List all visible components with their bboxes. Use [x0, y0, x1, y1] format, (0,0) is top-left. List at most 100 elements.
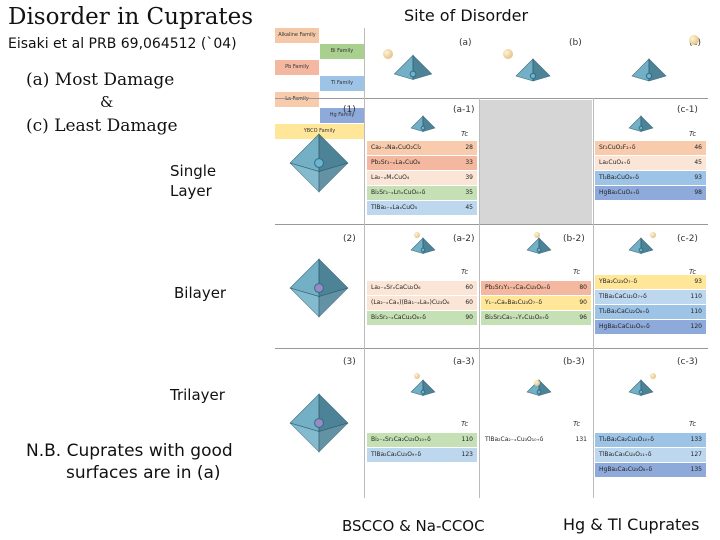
pyramid-c3 — [628, 379, 654, 396]
bilayer-structure-2 — [289, 258, 349, 318]
tc-value: 120 — [690, 323, 702, 330]
atom-sphere — [689, 35, 699, 45]
pyramid-c1 — [628, 115, 654, 132]
note-most-damage: (a) Most Damage — [26, 70, 175, 90]
table-row: Tl₂Ba₂CuO₆₊δ 93 — [595, 171, 706, 185]
tc-value: 110 — [690, 293, 702, 300]
label-bilayer: Bilayer — [174, 284, 227, 302]
panel-title: Site of Disorder — [404, 6, 529, 25]
legend-item: Tl Family — [320, 76, 364, 91]
tc-label-a1: Tc — [461, 130, 469, 138]
atom-sphere — [503, 49, 513, 59]
header-one: (1) — [343, 105, 356, 115]
tc-value: 45 — [694, 159, 702, 166]
compound-formula: HgBa₂CuO₄₊δ — [599, 189, 640, 196]
table-row: Bi₂₋ₓSr₂Ca₂Cu₃O₁₀₊δ 110 — [367, 433, 477, 447]
legend-item: Alkaline Family — [275, 28, 319, 43]
compound-formula: Pb₂Sr₂₋ₓLaₓCuO₆ — [371, 159, 421, 166]
table-row: Bi₂Sr₂Ca₁₋ₓYₓCu₂O₈₊δ 96 — [481, 311, 591, 325]
compound-formula: Ca₂₋ₓNaₓCuO₂Cl₂ — [371, 144, 422, 151]
atom-sphere — [534, 232, 540, 238]
slide-title: Disorder in Cuprates — [8, 4, 254, 30]
label-layer: Layer — [170, 182, 212, 200]
nb-line1: N.B. Cuprates with good — [26, 441, 233, 461]
citation: Eisaki et al PRB 69,064512 (`04) — [8, 36, 237, 52]
tc-value: 110 — [461, 436, 473, 443]
atom-sphere — [414, 232, 420, 238]
atom-sphere — [534, 380, 540, 386]
table-row: Tl₂Ba₂CaCu₂O₈₊δ 110 — [595, 305, 706, 319]
compound-formula: Tl₂Ba₂CaCu₂O₈₊δ — [599, 308, 650, 315]
atom-sphere — [650, 373, 656, 379]
header-two: (2) — [343, 234, 356, 244]
footer-bscco: BSCCO & Na-CCOC — [342, 517, 485, 535]
tc-value: 90 — [579, 299, 587, 306]
tc-value: 131 — [575, 436, 587, 443]
compound-formula: HgBa₂CaCu₂O₆₊δ — [599, 323, 650, 330]
tc-value: 127 — [690, 451, 702, 458]
label-single: Single — [170, 162, 217, 180]
tc-value: 39 — [465, 174, 473, 181]
trilayer-structure-3 — [289, 393, 349, 453]
header-b2: (b-2) — [563, 234, 585, 244]
header-c3: (c-3) — [677, 357, 698, 367]
pyramid-a2 — [410, 237, 436, 254]
header-three: (3) — [343, 357, 356, 367]
nb-note: N.B. Cuprates with good surfaces are in … — [26, 440, 233, 484]
nb-line2: surfaces are in (a) — [66, 463, 221, 483]
tc-value: 135 — [690, 466, 702, 473]
header-a3: (a-3) — [453, 357, 475, 367]
compound-formula: TlBa₂CaCu₂O₇₊δ — [599, 293, 647, 300]
compound-formula: Bi₂Sr₂Ca₁₋ₓYₓCu₂O₈₊δ — [485, 314, 549, 321]
compound-formula: Pb₂Sr₂Y₁₋ₓCaₓCu₃O₈₊δ — [485, 284, 551, 291]
table-row: HgBa₂CuO₄₊δ 98 — [595, 186, 706, 200]
compound-formula: Tl₂Ba₂CuO₆₊δ — [599, 174, 639, 181]
legend-item: Hg Family — [320, 108, 364, 123]
table-row: TlBa₂CaCu₂O₇₊δ 110 — [595, 290, 706, 304]
atom-sphere — [414, 373, 420, 379]
table-row: La₂₋ₓMₓCuO₄ 39 — [367, 171, 477, 185]
legend-item: La Family — [275, 92, 319, 107]
tc-value: 80 — [579, 284, 587, 291]
compound-formula: Tl₂Ba₂Ca₂Cu₃O₁₀₊δ — [599, 436, 654, 443]
tc-value: 35 — [465, 189, 473, 196]
pyramid-a1 — [410, 115, 436, 132]
tc-value: 123 — [461, 451, 473, 458]
pyramid-b — [515, 58, 551, 82]
label-trilayer: Trilayer — [170, 386, 225, 404]
compound-formula: La₂₋ₓMₓCuO₄ — [371, 174, 410, 181]
tc-value: 90 — [465, 314, 473, 321]
pyramid-c2 — [628, 237, 654, 254]
tc-value: 133 — [690, 436, 702, 443]
tc-value: 110 — [690, 308, 702, 315]
header-a: (a) — [459, 38, 472, 48]
compound-formula: (La₂₋ₓCaₓ)(Ba₁₋ₓLaₓ)Cu₃O₆ — [371, 299, 450, 306]
compound-formula: Bi₂Sr₂₋ₓLnₓCuO₆₊δ — [371, 189, 426, 196]
note-least-damage: (c) Least Damage — [26, 116, 178, 136]
compound-formula: Bi₂Sr₂₋ₓCaCu₂O₈₊δ — [371, 314, 426, 321]
tc-value: 93 — [694, 278, 702, 285]
header-b3: (b-3) — [563, 357, 585, 367]
tc-value: 93 — [694, 174, 702, 181]
pyramid-a — [393, 54, 433, 80]
tc-value: 98 — [694, 189, 702, 196]
tc-label-a2: Tc — [461, 268, 469, 276]
header-c2: (c-2) — [677, 234, 698, 244]
compound-formula: YBa₂Cu₃O₇₋δ — [599, 278, 638, 285]
pyramid-b2 — [526, 237, 552, 254]
tc-value: 96 — [579, 314, 587, 321]
tc-label-c2: Tc — [689, 268, 697, 276]
legend-item: Bi Family — [320, 44, 364, 59]
tc-label-b2: Tc — [573, 268, 581, 276]
compound-formula: Bi₂₋ₓSr₂Ca₂Cu₃O₁₀₊δ — [371, 436, 431, 443]
compound-formula: Y₁₋ₓCaₓBa₂Cu₃O₇₋δ — [485, 299, 542, 306]
